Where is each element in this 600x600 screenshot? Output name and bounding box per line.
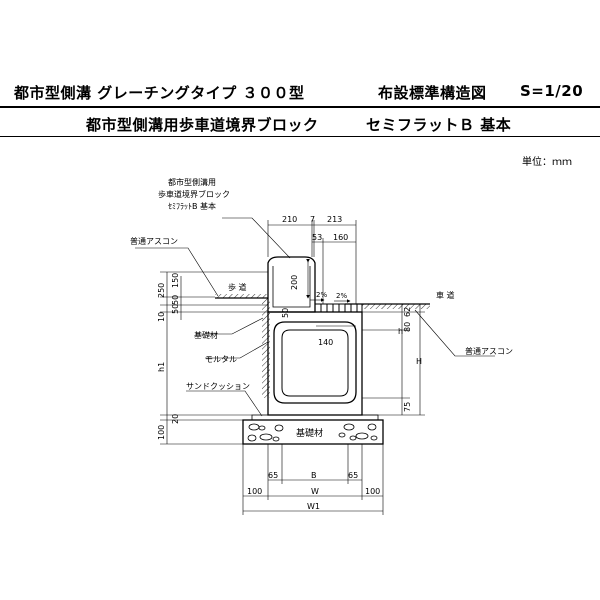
curb-block [267, 256, 316, 313]
variant-title: セミフラットＢ 基本 [366, 116, 512, 134]
product-title: 都市型側溝用歩車道境界ブロック [86, 116, 319, 134]
dim-65b: 65 [348, 471, 358, 480]
channel-outer-opening [273, 321, 357, 404]
block-label-line1: 都市型側溝用 [168, 177, 216, 187]
drawing-title: 布設標準構造図 [378, 84, 487, 102]
asphalt-left-label: 普通アスコン [130, 236, 178, 246]
dim-65a: 65 [268, 471, 278, 480]
unit-label: 単位：ｍｍ [522, 157, 572, 168]
road-asphalt [362, 304, 430, 309]
dim-10: 10 [157, 312, 166, 322]
roadway-label: 車 道 [436, 290, 455, 300]
sidewalk-asphalt [215, 294, 268, 298]
dim-7: 7 [310, 215, 315, 224]
dim-200: 200 [290, 275, 299, 290]
title-bar: 都市型側溝 グレーチングタイプ ３００型 布設標準構造図 S=1/20 [0, 76, 600, 108]
dim-100a: 100 [247, 487, 262, 496]
grade-left: 2% [316, 291, 327, 299]
dim-20: 20 [171, 414, 180, 424]
dim-213: 213 [327, 215, 342, 224]
dim-80: 80 [403, 322, 412, 332]
base-foundation [242, 419, 384, 445]
dim-50-inner: 50 [281, 308, 290, 318]
grade-right: 2% [336, 292, 347, 300]
dim-62: 62 [403, 307, 412, 317]
curb-inner-line [272, 266, 311, 308]
scale-label: S=1/20 [520, 82, 584, 100]
dim-h1: h1 [157, 362, 166, 372]
dim-160: 160 [333, 233, 348, 242]
dim-150: 150 [171, 273, 180, 288]
dim-50a: 50 [171, 295, 180, 305]
dim-B: B [311, 471, 317, 480]
dim-75: 75 [403, 402, 412, 412]
dim-W1: W1 [307, 502, 320, 511]
sand-cushion [251, 414, 379, 421]
subtitle-bar: 都市型側溝用歩車道境界ブロック セミフラットＢ 基本 [0, 110, 600, 137]
dim-H: H [416, 357, 422, 366]
block-label-line2: 歩車道境界ブロック [158, 189, 230, 199]
main-title: 都市型側溝 グレーチングタイプ ３００型 [14, 84, 305, 102]
dim-210: 210 [282, 215, 297, 224]
dim-53: 53 [312, 233, 322, 242]
mortar-label: モルタル [205, 355, 237, 364]
left-base-hatch [262, 298, 270, 398]
dim-250: 250 [157, 283, 166, 298]
dim-h: h [398, 327, 403, 336]
channel-inner-opening [281, 329, 349, 397]
asphalt-right-label: 普通アスコン [465, 346, 513, 356]
gravel-pattern [247, 423, 378, 442]
dim-100: 100 [157, 425, 166, 440]
sand-label: サンドクッション [186, 382, 250, 391]
base-left-label: 基礎材 [194, 330, 218, 340]
block-label-line3: ｾﾐﾌﾗｯﾄB 基本 [168, 201, 216, 211]
dim-140: 140 [318, 338, 333, 347]
sidewalk-label: 歩 道 [228, 282, 247, 292]
base-bottom-label: 基礎材 [296, 427, 323, 439]
dim-100b: 100 [365, 487, 380, 496]
dim-50b: 50 [171, 304, 180, 314]
dim-W: W [311, 487, 319, 496]
